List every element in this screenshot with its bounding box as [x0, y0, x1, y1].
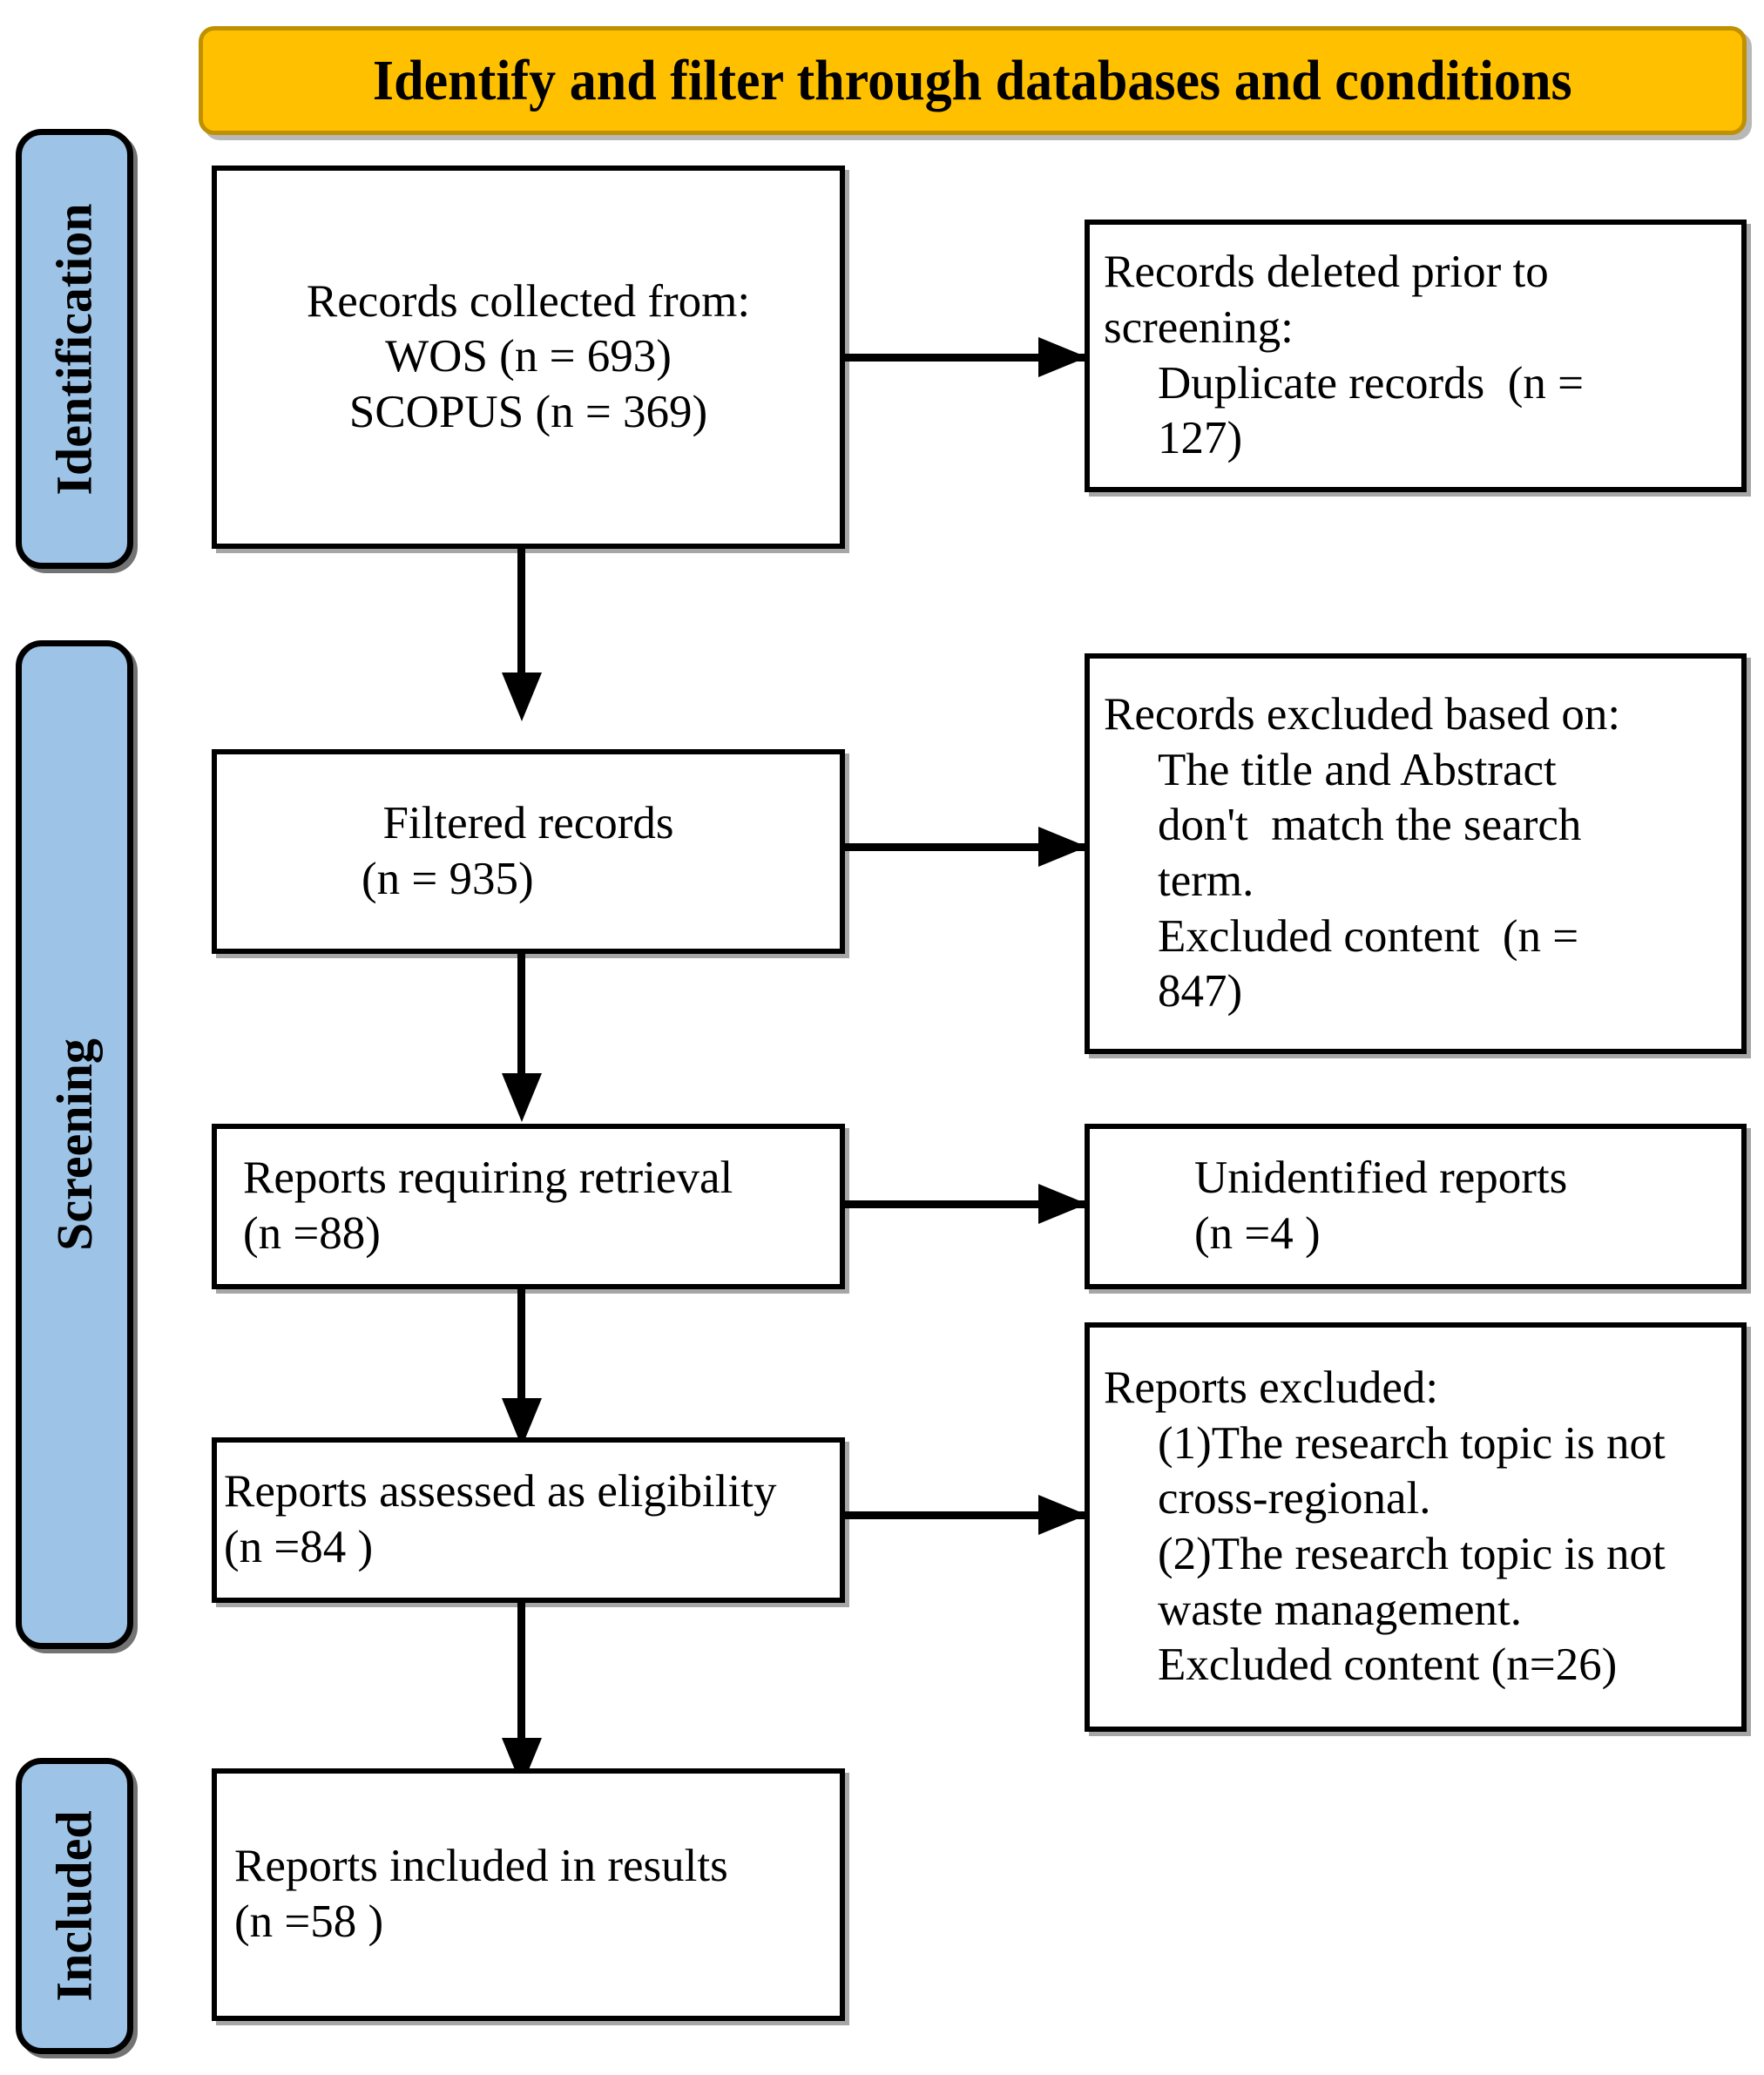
node-filtered-records: Filtered records (n = 935)	[212, 749, 845, 954]
diagram-title-banner: Identify and filter through databases an…	[199, 26, 1747, 135]
node-line: Records collected from:	[306, 275, 751, 327]
node-reports-included: Reports included in results (n =58 )	[212, 1768, 845, 2021]
node-line: Records excluded based on:	[1104, 689, 1621, 740]
connector-retrieval-to-unidentified	[843, 1200, 1092, 1208]
connector-retrieval-to-eligibility	[517, 1276, 525, 1405]
node-line: (n =84 )	[224, 1522, 374, 1572]
node-line: don't match the search	[1158, 800, 1582, 851]
node-line: Reports assessed as eligibility	[224, 1466, 777, 1517]
connector-identification-to-screening	[517, 549, 525, 679]
node-line: Reports included in results	[234, 1841, 728, 1892]
connector-filtered-to-excluded	[843, 843, 1092, 851]
node-reports-excluded: Reports excluded: (1)The research topic …	[1085, 1322, 1747, 1732]
node-line: screening:	[1104, 301, 1294, 353]
arrow-filtered-to-excluded	[1038, 827, 1087, 867]
diagram-title: Identify and filter through databases an…	[373, 48, 1572, 112]
node-line: The title and Abstract	[1158, 744, 1557, 795]
arrow-retrieval-to-unidentified	[1038, 1184, 1087, 1224]
arrow-identification-to-screening	[502, 673, 542, 721]
node-unidentified-reports: Unidentified reports (n =4 )	[1085, 1124, 1747, 1289]
node-line: Duplicate records (n =	[1158, 357, 1585, 409]
node-line: 847)	[1158, 966, 1243, 1017]
node-line: (n = 935)	[362, 853, 534, 904]
node-records-excluded: Records excluded based on: The title and…	[1085, 653, 1747, 1054]
node-line: cross-regional.	[1158, 1473, 1431, 1524]
node-line: Filtered records	[382, 797, 674, 848]
node-records-deleted: Records deleted prior to screening: Dupl…	[1085, 220, 1747, 492]
node-line: term.	[1158, 855, 1254, 906]
node-line: WOS (n = 693)	[385, 331, 672, 382]
stage-label-included: Included	[45, 1810, 103, 2002]
node-line: Excluded content (n=26)	[1158, 1639, 1618, 1691]
node-line: 127)	[1158, 413, 1243, 464]
stage-pill-screening: Screening	[16, 640, 133, 1649]
node-line: (1)The research topic is not	[1158, 1417, 1666, 1469]
stage-pill-included: Included	[16, 1758, 133, 2054]
connector-eligibility-to-excluded	[843, 1511, 1092, 1519]
node-line: (n =88)	[243, 1208, 381, 1259]
stage-pill-identification: Identification	[16, 129, 133, 569]
node-reports-assessed-eligibility: Reports assessed as eligibility (n =84 )	[212, 1437, 845, 1603]
node-line: Reports requiring retrieval	[243, 1152, 733, 1204]
arrow-collected-to-deleted	[1038, 337, 1087, 377]
node-line: Excluded content (n =	[1158, 910, 1579, 962]
node-line: (n =58 )	[234, 1896, 384, 1947]
stage-label-identification: Identification	[45, 202, 103, 496]
node-line: Records deleted prior to	[1104, 247, 1549, 298]
arrow-eligibility-to-excluded	[1038, 1495, 1087, 1535]
node-records-collected: Records collected from: WOS (n = 693) SC…	[212, 166, 845, 549]
stage-label-screening: Screening	[45, 1038, 103, 1251]
connector-filtered-to-retrieval	[517, 954, 525, 1080]
connector-collected-to-deleted	[843, 354, 1092, 362]
node-line: (n =4 )	[1194, 1208, 1321, 1259]
node-line: Reports excluded:	[1104, 1362, 1439, 1414]
arrow-filtered-to-retrieval	[502, 1073, 542, 1122]
node-line: Unidentified reports	[1194, 1152, 1568, 1204]
node-line: SCOPUS (n = 369)	[348, 386, 708, 437]
node-line: waste management.	[1158, 1584, 1522, 1635]
node-reports-requiring-retrieval: Reports requiring retrieval (n =88)	[212, 1124, 845, 1289]
connector-eligibility-to-included	[517, 1590, 525, 1745]
node-line: (2)The research topic is not	[1158, 1529, 1666, 1579]
